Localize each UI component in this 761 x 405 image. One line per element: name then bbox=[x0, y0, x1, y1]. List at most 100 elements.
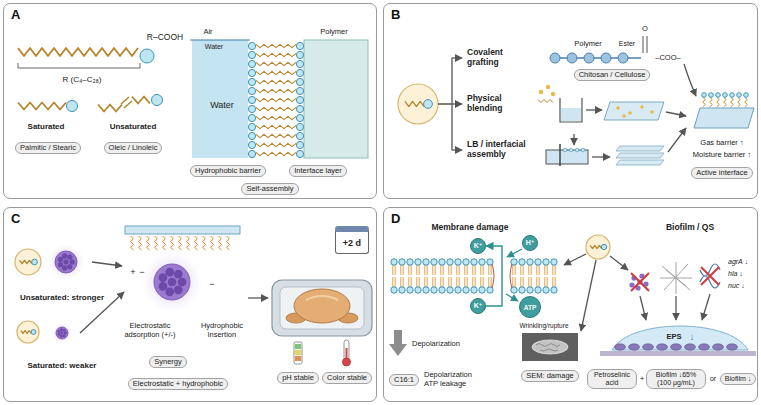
chain-length-bracket bbox=[18, 63, 140, 68]
polar-head bbox=[296, 42, 303, 49]
annotation-label: EPS bbox=[666, 333, 681, 342]
lipid-head bbox=[463, 259, 469, 265]
lipid-head bbox=[407, 259, 413, 265]
bacterial-cluster bbox=[55, 251, 77, 273]
lipid-tail bbox=[521, 265, 523, 275]
polar-head bbox=[709, 93, 714, 98]
flow-arrow bbox=[92, 262, 122, 266]
node-text: Biofilm ↓65% (100 μg/mL) bbox=[651, 371, 701, 387]
calendar-icon: +2 d bbox=[335, 226, 369, 254]
tag-pill: Biofilm ↓ bbox=[720, 373, 756, 385]
polar-head bbox=[723, 93, 728, 98]
lipid-head bbox=[423, 287, 429, 293]
biofilm-cell bbox=[699, 344, 710, 350]
flow-arrow bbox=[573, 134, 574, 145]
biofilm-cell bbox=[657, 344, 668, 350]
annotation-label: Polymer bbox=[320, 28, 348, 37]
lipid-head bbox=[535, 259, 541, 265]
polar-head bbox=[296, 123, 303, 130]
lipid-tail bbox=[393, 277, 395, 287]
fatty-acid-tail bbox=[203, 236, 206, 250]
polar-head bbox=[296, 87, 303, 94]
air-water-interface bbox=[190, 39, 250, 40]
node-text: ATP bbox=[524, 304, 537, 311]
ph-segment bbox=[295, 356, 301, 361]
lipid-tail bbox=[529, 277, 531, 287]
depolarization-arrow bbox=[389, 330, 407, 356]
cell-dot bbox=[58, 330, 61, 333]
lipid-tail bbox=[449, 265, 451, 275]
film-inclusion bbox=[640, 105, 644, 109]
cell-dot bbox=[174, 270, 183, 279]
eps-network bbox=[660, 262, 692, 294]
lipid-tail bbox=[433, 277, 435, 287]
fatty-acid-tail bbox=[179, 236, 182, 250]
lipid-tail bbox=[417, 277, 419, 287]
additive-dot bbox=[546, 85, 550, 89]
cell-dot bbox=[159, 273, 168, 282]
hydrophobic-tail bbox=[256, 152, 296, 155]
lipid-tail bbox=[409, 277, 411, 287]
polar-head bbox=[32, 259, 38, 265]
lipid-tail bbox=[521, 277, 523, 287]
annotation-label: R (C₄–C₂₈) bbox=[62, 75, 101, 84]
cell-dot bbox=[67, 264, 72, 269]
lipid-head bbox=[439, 259, 445, 265]
annotation-label: Saturated: weaker bbox=[28, 361, 97, 370]
bacterial-cluster bbox=[154, 264, 190, 300]
polar-head bbox=[424, 100, 433, 109]
ph-strip bbox=[294, 342, 302, 364]
lipid-head bbox=[519, 287, 525, 293]
tag-pill: Self-assembly bbox=[241, 183, 298, 196]
lipid-tail bbox=[513, 265, 515, 275]
cell-dot bbox=[168, 278, 177, 287]
tag-pill: C16:1 bbox=[389, 374, 419, 387]
ion-flux-arrow bbox=[486, 246, 502, 306]
tag-pill: Interface layer bbox=[289, 165, 347, 178]
polar-head bbox=[744, 93, 749, 98]
node-text: H⁺ bbox=[526, 239, 535, 247]
node-text: Hydrophobic barrier bbox=[195, 167, 261, 176]
flow-arrow bbox=[452, 57, 462, 58]
polar-head bbox=[248, 123, 255, 130]
lipid-head bbox=[423, 259, 429, 265]
node-text: Petroselinic acid bbox=[592, 371, 632, 387]
lipid-head bbox=[551, 287, 557, 293]
annotation-label: Air bbox=[203, 28, 212, 37]
annotation-label: Saturated bbox=[28, 122, 65, 131]
polar-head bbox=[248, 105, 255, 112]
node-text: Electrostatic + hydrophobic bbox=[133, 380, 223, 389]
fatty-acid-icon bbox=[17, 321, 39, 343]
cell-dot bbox=[165, 268, 174, 277]
tag-pill: Biofilm ↓65% (100 μg/mL) bbox=[646, 369, 706, 389]
node-text: Active interface bbox=[696, 169, 747, 178]
fatty-acid-chain bbox=[21, 331, 31, 334]
node-text: SEM: damage bbox=[526, 372, 574, 381]
annotation-label: Gas barrier ↑ bbox=[700, 139, 743, 148]
cell-dot bbox=[60, 335, 63, 338]
lipid-tail bbox=[417, 265, 419, 275]
lipid-tail bbox=[489, 265, 491, 275]
cell-dot bbox=[70, 259, 75, 264]
polar-head bbox=[296, 105, 303, 112]
fatty-acid-tail bbox=[131, 236, 134, 250]
lipid-head bbox=[455, 259, 461, 265]
thermometer-bulb bbox=[343, 358, 351, 366]
cluster-glow bbox=[52, 323, 72, 343]
annotation-label: − bbox=[209, 279, 214, 289]
cell-dot bbox=[60, 328, 63, 331]
lipid-tail bbox=[513, 277, 515, 287]
lipid-head bbox=[463, 287, 469, 293]
fatty-acid-tail bbox=[717, 97, 720, 107]
polar-head bbox=[248, 42, 255, 49]
lipid-tail bbox=[425, 277, 427, 287]
flow-arrow bbox=[675, 296, 676, 320]
fatty-acid-chain bbox=[590, 245, 601, 248]
sem-image bbox=[522, 333, 578, 361]
fatty-acid-tail bbox=[738, 97, 741, 107]
flow-arrow bbox=[581, 260, 596, 331]
polar-head bbox=[737, 93, 742, 98]
polymer-unit bbox=[618, 53, 628, 63]
gene-helix bbox=[700, 264, 720, 288]
